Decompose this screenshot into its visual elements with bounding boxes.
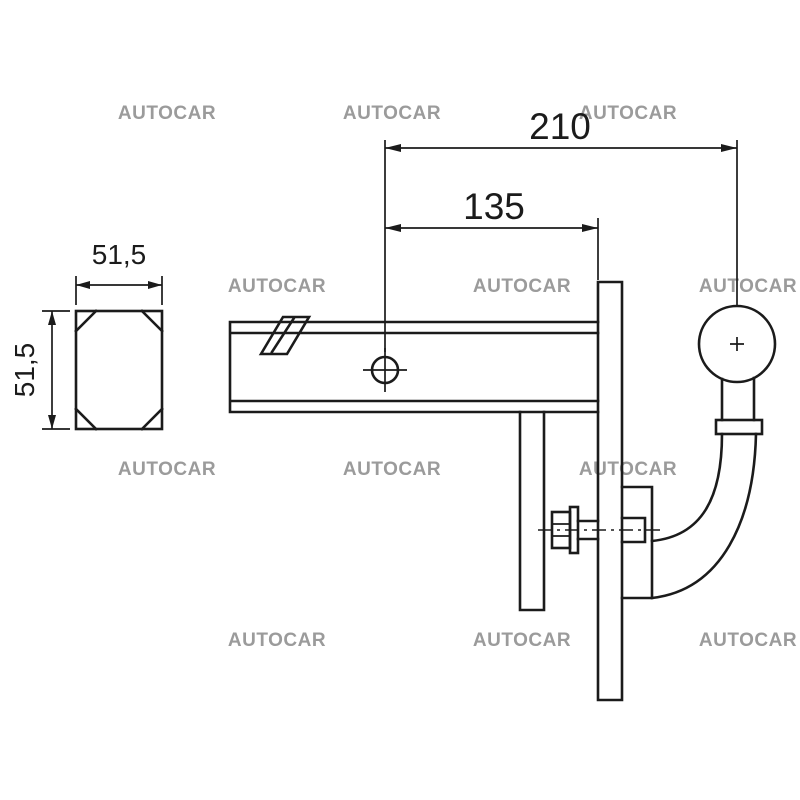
- dimension-label-tube-height: 51,5: [9, 343, 40, 398]
- tube-cross-section-outline: [74, 309, 164, 431]
- ball-center-mark: [730, 337, 744, 351]
- watermark: AUTOCAR: [342, 103, 442, 124]
- extension-lines: [42, 310, 70, 430]
- watermark: AUTOCAR: [698, 276, 798, 297]
- flange-plate: [596, 280, 624, 702]
- dimension-tube-width: 51,5: [75, 239, 163, 305]
- dimension-tube-height: 51,5: [9, 310, 70, 430]
- watermark: AUTOCAR: [698, 630, 798, 651]
- watermark: AUTOCAR: [227, 630, 327, 651]
- tube-clip-detail: [258, 315, 312, 356]
- arrowhead-bottom: [48, 415, 56, 429]
- tow-ball-assembly: [620, 304, 777, 600]
- neck-collar: [714, 418, 764, 436]
- extension-lines: [75, 276, 163, 305]
- mounting-bolt: [538, 505, 662, 555]
- dimension-overall-length: 210: [384, 106, 738, 352]
- watermark: AUTOCAR: [227, 276, 327, 297]
- bolt-shaft: [576, 519, 600, 541]
- cross-section-view: 51,5 51,5: [9, 239, 164, 431]
- swan-neck-inner-curve: [650, 432, 724, 543]
- arrowhead-right: [582, 224, 598, 232]
- neck-mount-plate: [620, 485, 654, 600]
- watermark: AUTOCAR: [472, 276, 572, 297]
- dimension-label-overall-length: 210: [529, 106, 591, 147]
- extension-lines: [384, 140, 738, 352]
- dimension-hole-to-flange: 135: [385, 186, 599, 280]
- watermark: AUTOCAR: [342, 459, 442, 480]
- watermark: AUTOCAR: [117, 459, 217, 480]
- arrowhead-right: [148, 281, 162, 289]
- watermark: AUTOCAR: [472, 630, 572, 651]
- arrowhead-left: [385, 224, 401, 232]
- dimension-label-hole-to-flange: 135: [463, 186, 525, 227]
- receiver-tube: [228, 320, 600, 414]
- support-bracket: [518, 410, 546, 612]
- ball-neck: [720, 376, 756, 422]
- swan-neck-outer-curve: [650, 432, 758, 600]
- arrowhead-top: [48, 311, 56, 325]
- watermark: AUTOCAR: [117, 103, 217, 124]
- bolt-end: [620, 516, 647, 544]
- arrowhead-right: [721, 144, 737, 152]
- dimension-label-tube-width: 51,5: [92, 239, 147, 270]
- arrowhead-left: [76, 281, 90, 289]
- arrowhead-left: [385, 144, 401, 152]
- pin-hole: [363, 348, 407, 392]
- watermark: AUTOCAR: [578, 459, 678, 480]
- side-view: 210 135: [228, 106, 777, 702]
- tube-corner-chamfers: [74, 309, 164, 431]
- watermark: AUTOCAR: [578, 103, 678, 124]
- bolt-head-facets: [552, 523, 570, 537]
- hole-center-mark: [363, 348, 407, 392]
